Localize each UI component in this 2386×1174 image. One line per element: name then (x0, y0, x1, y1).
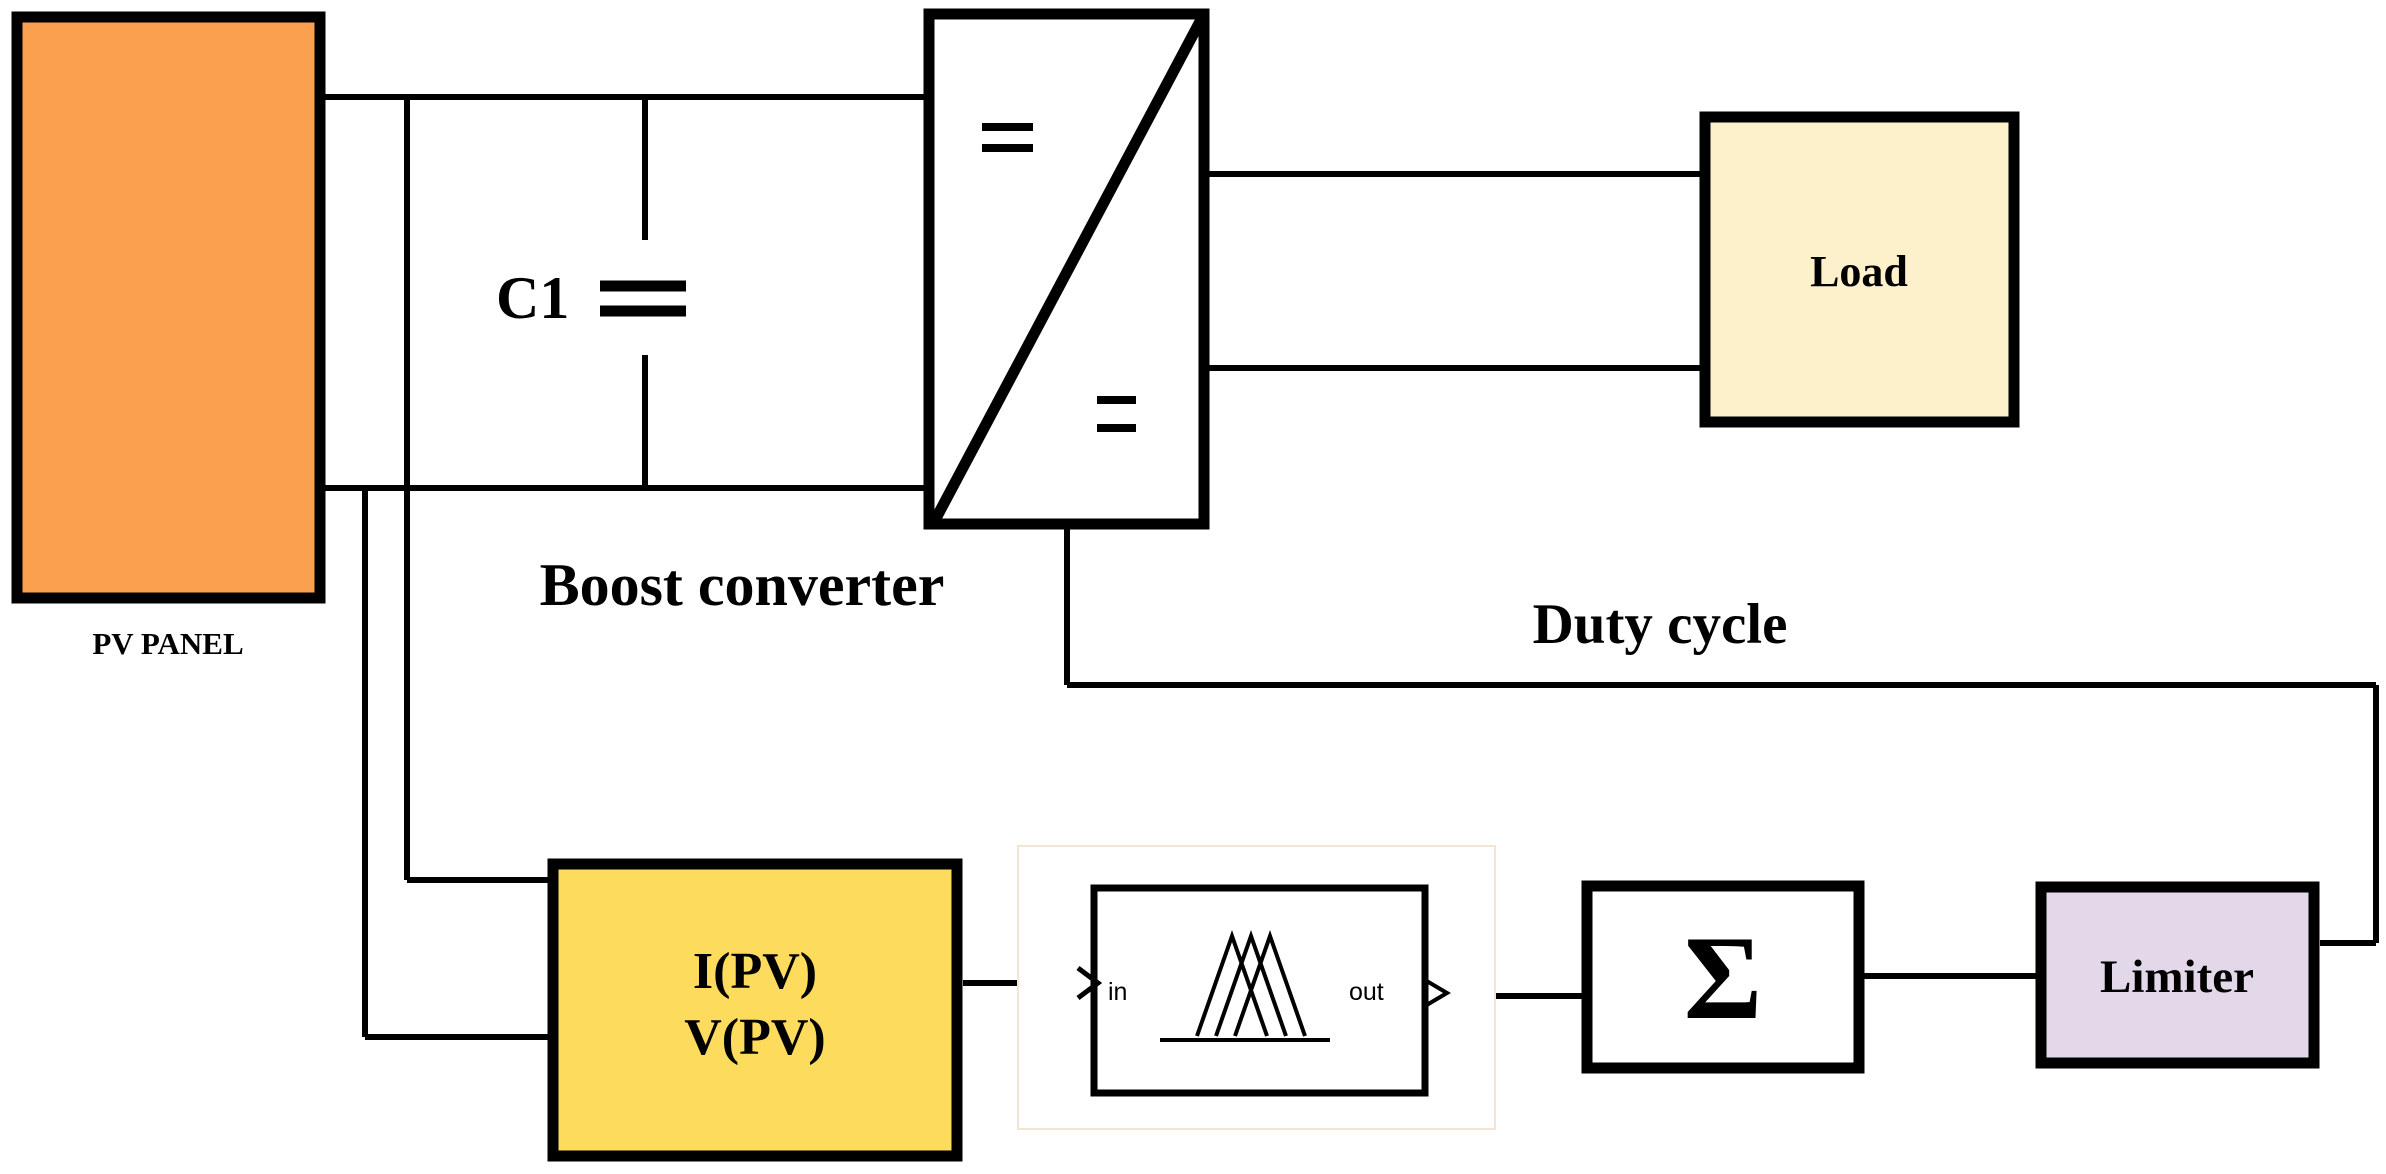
fuzzy-out-label: out (1349, 978, 1384, 1006)
fuzzy-output-arrow-icon (1423, 978, 1451, 1008)
load-box (1699, 111, 2020, 428)
pv-panel-label: PV PANEL (92, 626, 243, 661)
dc-symbol-top (982, 123, 1033, 152)
wires (320, 94, 2379, 1040)
dc-symbol-bottom (1097, 396, 1136, 432)
fuzzy-controller-block (1090, 884, 1429, 1097)
limiter-block (2035, 881, 2320, 1069)
sensor-label-current: I(PV) (693, 943, 817, 1000)
sensor-block (547, 858, 963, 1162)
pv-panel (11, 11, 326, 604)
load-label: Load (1810, 247, 1908, 296)
sigma-symbol: Σ (1684, 911, 1762, 1044)
boost-converter-label: Boost converter (540, 552, 945, 618)
sensor-label-voltage: V(PV) (684, 1009, 826, 1066)
duty-cycle-label: Duty cycle (1533, 593, 1788, 656)
fuzzy-input-arrow-icon (1076, 966, 1103, 1000)
capacitor-symbol (600, 280, 686, 317)
sum-block (1581, 880, 1865, 1074)
boost-converter-diagonal (928, 11, 1209, 527)
fuzzy-in-label: in (1108, 978, 1127, 1006)
limiter-label: Limiter (2100, 951, 2254, 1003)
membership-functions-icon (1160, 929, 1330, 1042)
capacitor-label: C1 (496, 265, 569, 331)
